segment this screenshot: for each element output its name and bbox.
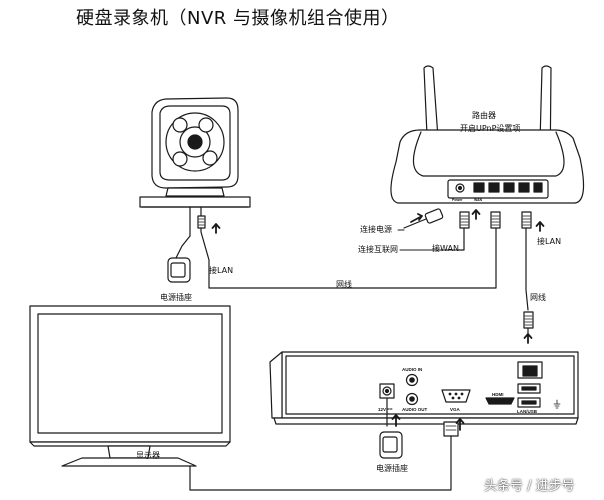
audio-in-label: AUDIO IN bbox=[402, 367, 423, 372]
power-connect-label: 连接电源 bbox=[360, 225, 392, 234]
power-socket-camera-label: 电源插座 bbox=[160, 293, 192, 302]
monitor-label: 显示器 bbox=[136, 451, 160, 460]
hdmi-cable bbox=[189, 418, 465, 491]
cable-right-label: 网线 bbox=[530, 293, 546, 302]
monitor bbox=[29, 305, 231, 467]
router-power-plug bbox=[403, 208, 444, 229]
router-cable-connectors bbox=[457, 209, 545, 344]
power-12v-label: 12V == bbox=[378, 407, 393, 412]
lan-right-label: 接LAN bbox=[537, 237, 562, 246]
page-title: 硬盘录象机（NVR 与摄像机组合使用） bbox=[76, 8, 400, 29]
hdmi-label: HDMI bbox=[492, 392, 504, 397]
vga-label: VGA bbox=[450, 407, 460, 412]
power-socket-nvr-label: 电源插座 bbox=[376, 464, 408, 473]
router-label: 路由器 bbox=[472, 111, 496, 120]
router-wan-port-label: WAN bbox=[474, 198, 483, 202]
router bbox=[390, 65, 585, 204]
watermark: 头条号 / 进步号 bbox=[484, 479, 575, 494]
cable-top-label: 网线 bbox=[336, 280, 352, 289]
audio-out-label: AUDIO OUT bbox=[402, 407, 428, 412]
nvr-power-cable bbox=[379, 397, 403, 459]
wan-label: 接WAN bbox=[432, 244, 459, 253]
nvr-recorder bbox=[269, 351, 579, 425]
router-power-port-label: Power bbox=[452, 198, 463, 202]
upnp-label: 开启UPnP设置项 bbox=[460, 124, 521, 133]
internet-connect-label: 连接互联网 bbox=[358, 245, 398, 254]
lan-usb-label: LAN/USB bbox=[517, 409, 537, 414]
lan-left-label: 接LAN bbox=[209, 266, 234, 275]
ip-camera bbox=[139, 97, 497, 289]
